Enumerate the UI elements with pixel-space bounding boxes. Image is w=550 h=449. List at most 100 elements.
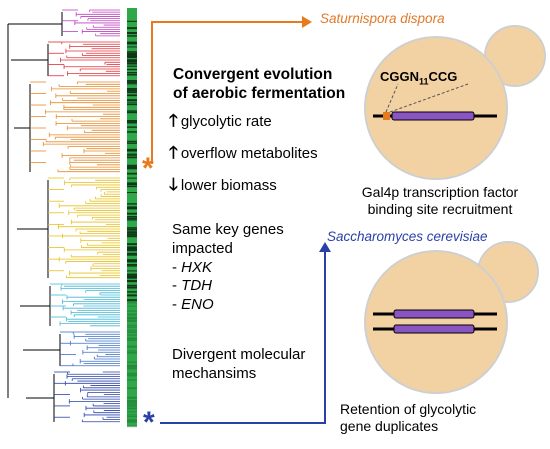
trait-strip-band	[127, 126, 137, 128]
trait-strip-band	[127, 299, 137, 301]
trait-strip-band	[127, 264, 137, 266]
gene-bar-copy-2	[393, 324, 475, 334]
trait-strip-band	[127, 59, 137, 62]
trait-strip-band	[127, 265, 137, 267]
motif-pointer-right	[389, 83, 469, 113]
trait-strip-band	[127, 246, 137, 249]
bottom-yeast-cell	[364, 241, 539, 394]
trait-strip-band	[127, 73, 137, 76]
trait-strip-band	[127, 368, 137, 370]
phylogenetic-tree	[7, 9, 120, 423]
trait-strip-band	[127, 27, 137, 30]
trait-strip-band	[127, 91, 137, 94]
trait-strip-band	[127, 94, 137, 97]
trait-strip-band	[127, 32, 137, 35]
trait-strip-band	[127, 305, 137, 307]
trait-strip-band	[127, 419, 137, 421]
trait-strip-band	[127, 121, 137, 124]
species-label-bottom: Saccharomyces cerevisiae	[327, 229, 488, 244]
trait-strip-band	[127, 72, 137, 74]
trait-strip-band	[127, 184, 137, 186]
gene-bar-copy-1	[393, 309, 475, 319]
mechanisms-text: Divergent molecular mechansims	[172, 346, 352, 384]
gene-list-item: - HXK	[172, 258, 213, 276]
trait-strip-band	[127, 286, 137, 289]
trait-strip-band	[127, 60, 137, 63]
mechanisms-line-2: mechansims	[172, 364, 257, 382]
trait-strip-band	[127, 88, 137, 90]
genes-block-line-2: impacted	[172, 239, 233, 257]
trait-strip-band	[127, 46, 137, 48]
trait-strip-band	[127, 425, 137, 428]
trait-strip-band	[127, 233, 137, 236]
trait-strip-band	[127, 414, 137, 416]
trait-strip-band	[127, 54, 137, 57]
trait-strip-band	[127, 208, 137, 210]
trait-strip-band	[127, 411, 137, 413]
trait-strip-band	[127, 172, 137, 175]
trait-strip-band	[127, 148, 137, 151]
trait-strip-band	[127, 302, 137, 304]
trait-strip-band	[127, 104, 137, 106]
top-yeast-cell	[364, 25, 546, 180]
trait-strip-band	[127, 153, 137, 155]
trait-strip-band	[127, 291, 137, 293]
trait-strip-band	[127, 396, 137, 399]
trait-strip-band	[127, 316, 137, 319]
trait-strip-band	[127, 320, 137, 322]
top-cell-body	[364, 36, 508, 180]
heading-line-1: Convergent evolution	[173, 66, 333, 83]
trait-strip-band	[127, 345, 137, 348]
trait-strip-band	[127, 155, 137, 157]
trait-label: lower biomass	[180, 177, 277, 194]
bottom-connector-arrow	[160, 252, 326, 424]
trait-strip-band	[127, 259, 137, 262]
trait-strip-band	[127, 112, 137, 114]
trait-strip-band	[127, 379, 137, 381]
trait-strip-band	[127, 166, 137, 168]
top-caption-line-1: Gal4p transcription factor	[361, 184, 519, 200]
trait-strip-band	[127, 280, 137, 283]
trait-strip-band	[127, 352, 137, 354]
trait-strip-band	[127, 235, 137, 238]
trait-strip-band	[127, 406, 137, 408]
trait-strip-band	[127, 401, 137, 404]
trait-strip-band	[127, 334, 137, 336]
trait-label: overflow metabolites	[180, 145, 318, 162]
motif-pointer-left	[385, 83, 399, 113]
bottom-cell-caption: Retention of glycolytic gene duplicates	[340, 401, 520, 434]
gene-name: HXK	[181, 258, 213, 276]
trait-strip-band	[127, 420, 137, 423]
trait-strip-band	[127, 400, 137, 402]
trait-strip-band	[127, 206, 137, 209]
trait-strip-band	[127, 366, 137, 368]
trait-strip-band	[127, 131, 137, 133]
trait-strip-band	[127, 56, 137, 59]
trait-strip-band	[127, 313, 137, 316]
trait-strip-band	[127, 403, 137, 405]
trait-strip-band	[127, 310, 137, 312]
trait-strip-band	[127, 35, 137, 37]
trait-strip-band	[127, 318, 137, 320]
trait-strip-band	[127, 252, 137, 255]
top-connector-arrow	[151, 21, 302, 164]
trait-item: 🡓lower biomass	[169, 175, 277, 195]
trait-strip-band	[127, 329, 137, 331]
bottom-caption-line-2: gene duplicates	[340, 417, 439, 434]
trait-strip-band	[127, 80, 137, 82]
binding-site-marker	[383, 112, 390, 120]
trait-strip-band	[127, 203, 137, 205]
trait-strip-band	[127, 276, 137, 279]
blue-asterisk-marker: *	[143, 406, 155, 439]
trait-strip-band	[127, 110, 137, 112]
trait-label: glycolytic rate	[180, 113, 272, 130]
trait-strip-band	[127, 216, 137, 218]
gene-list-item: - ENO	[172, 296, 214, 313]
down-arrow-icon: 🡓	[169, 175, 178, 194]
trait-strip-band	[127, 243, 137, 246]
trait-strip-band	[127, 416, 137, 418]
trait-strip-band	[127, 185, 137, 188]
trait-strip-band	[127, 142, 137, 144]
trait-strip-band	[127, 260, 137, 263]
top-cell-caption: Gal4p transcription factor binding site …	[350, 184, 530, 217]
